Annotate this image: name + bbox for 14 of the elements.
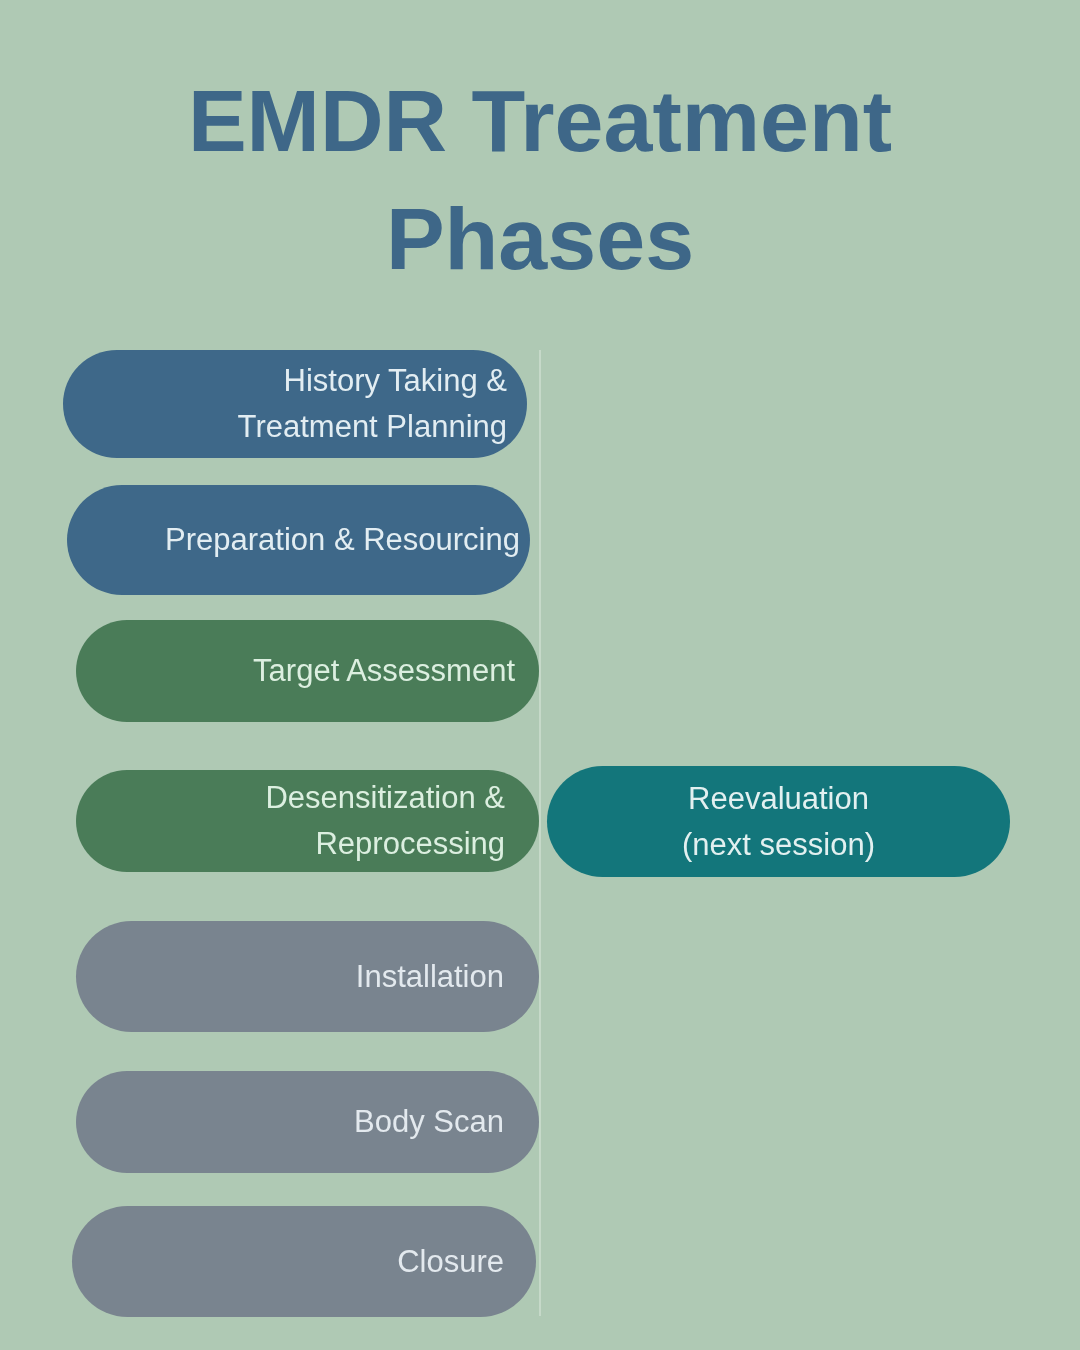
phase-pill	[76, 770, 539, 872]
phase-label: Body Scan	[354, 1103, 504, 1141]
phase-pill	[76, 620, 539, 722]
phase-label: Closure	[397, 1242, 504, 1281]
phase-pill	[72, 1206, 536, 1317]
phase-label: Installation	[355, 957, 504, 996]
title: EMDR Treatment Phases	[186, 70, 894, 290]
phase-label: Preparation & Resourcing	[165, 521, 520, 559]
phase-label: Desensitization & Reprocessing	[264, 779, 505, 863]
phase-pill	[76, 921, 539, 1032]
phase-label: Reevaluation (next session)	[681, 779, 876, 864]
phase-pill	[76, 1071, 539, 1173]
phase-label: History Taking & Treatment Planning	[236, 362, 507, 446]
phase-label: Target Assessment	[253, 652, 515, 690]
